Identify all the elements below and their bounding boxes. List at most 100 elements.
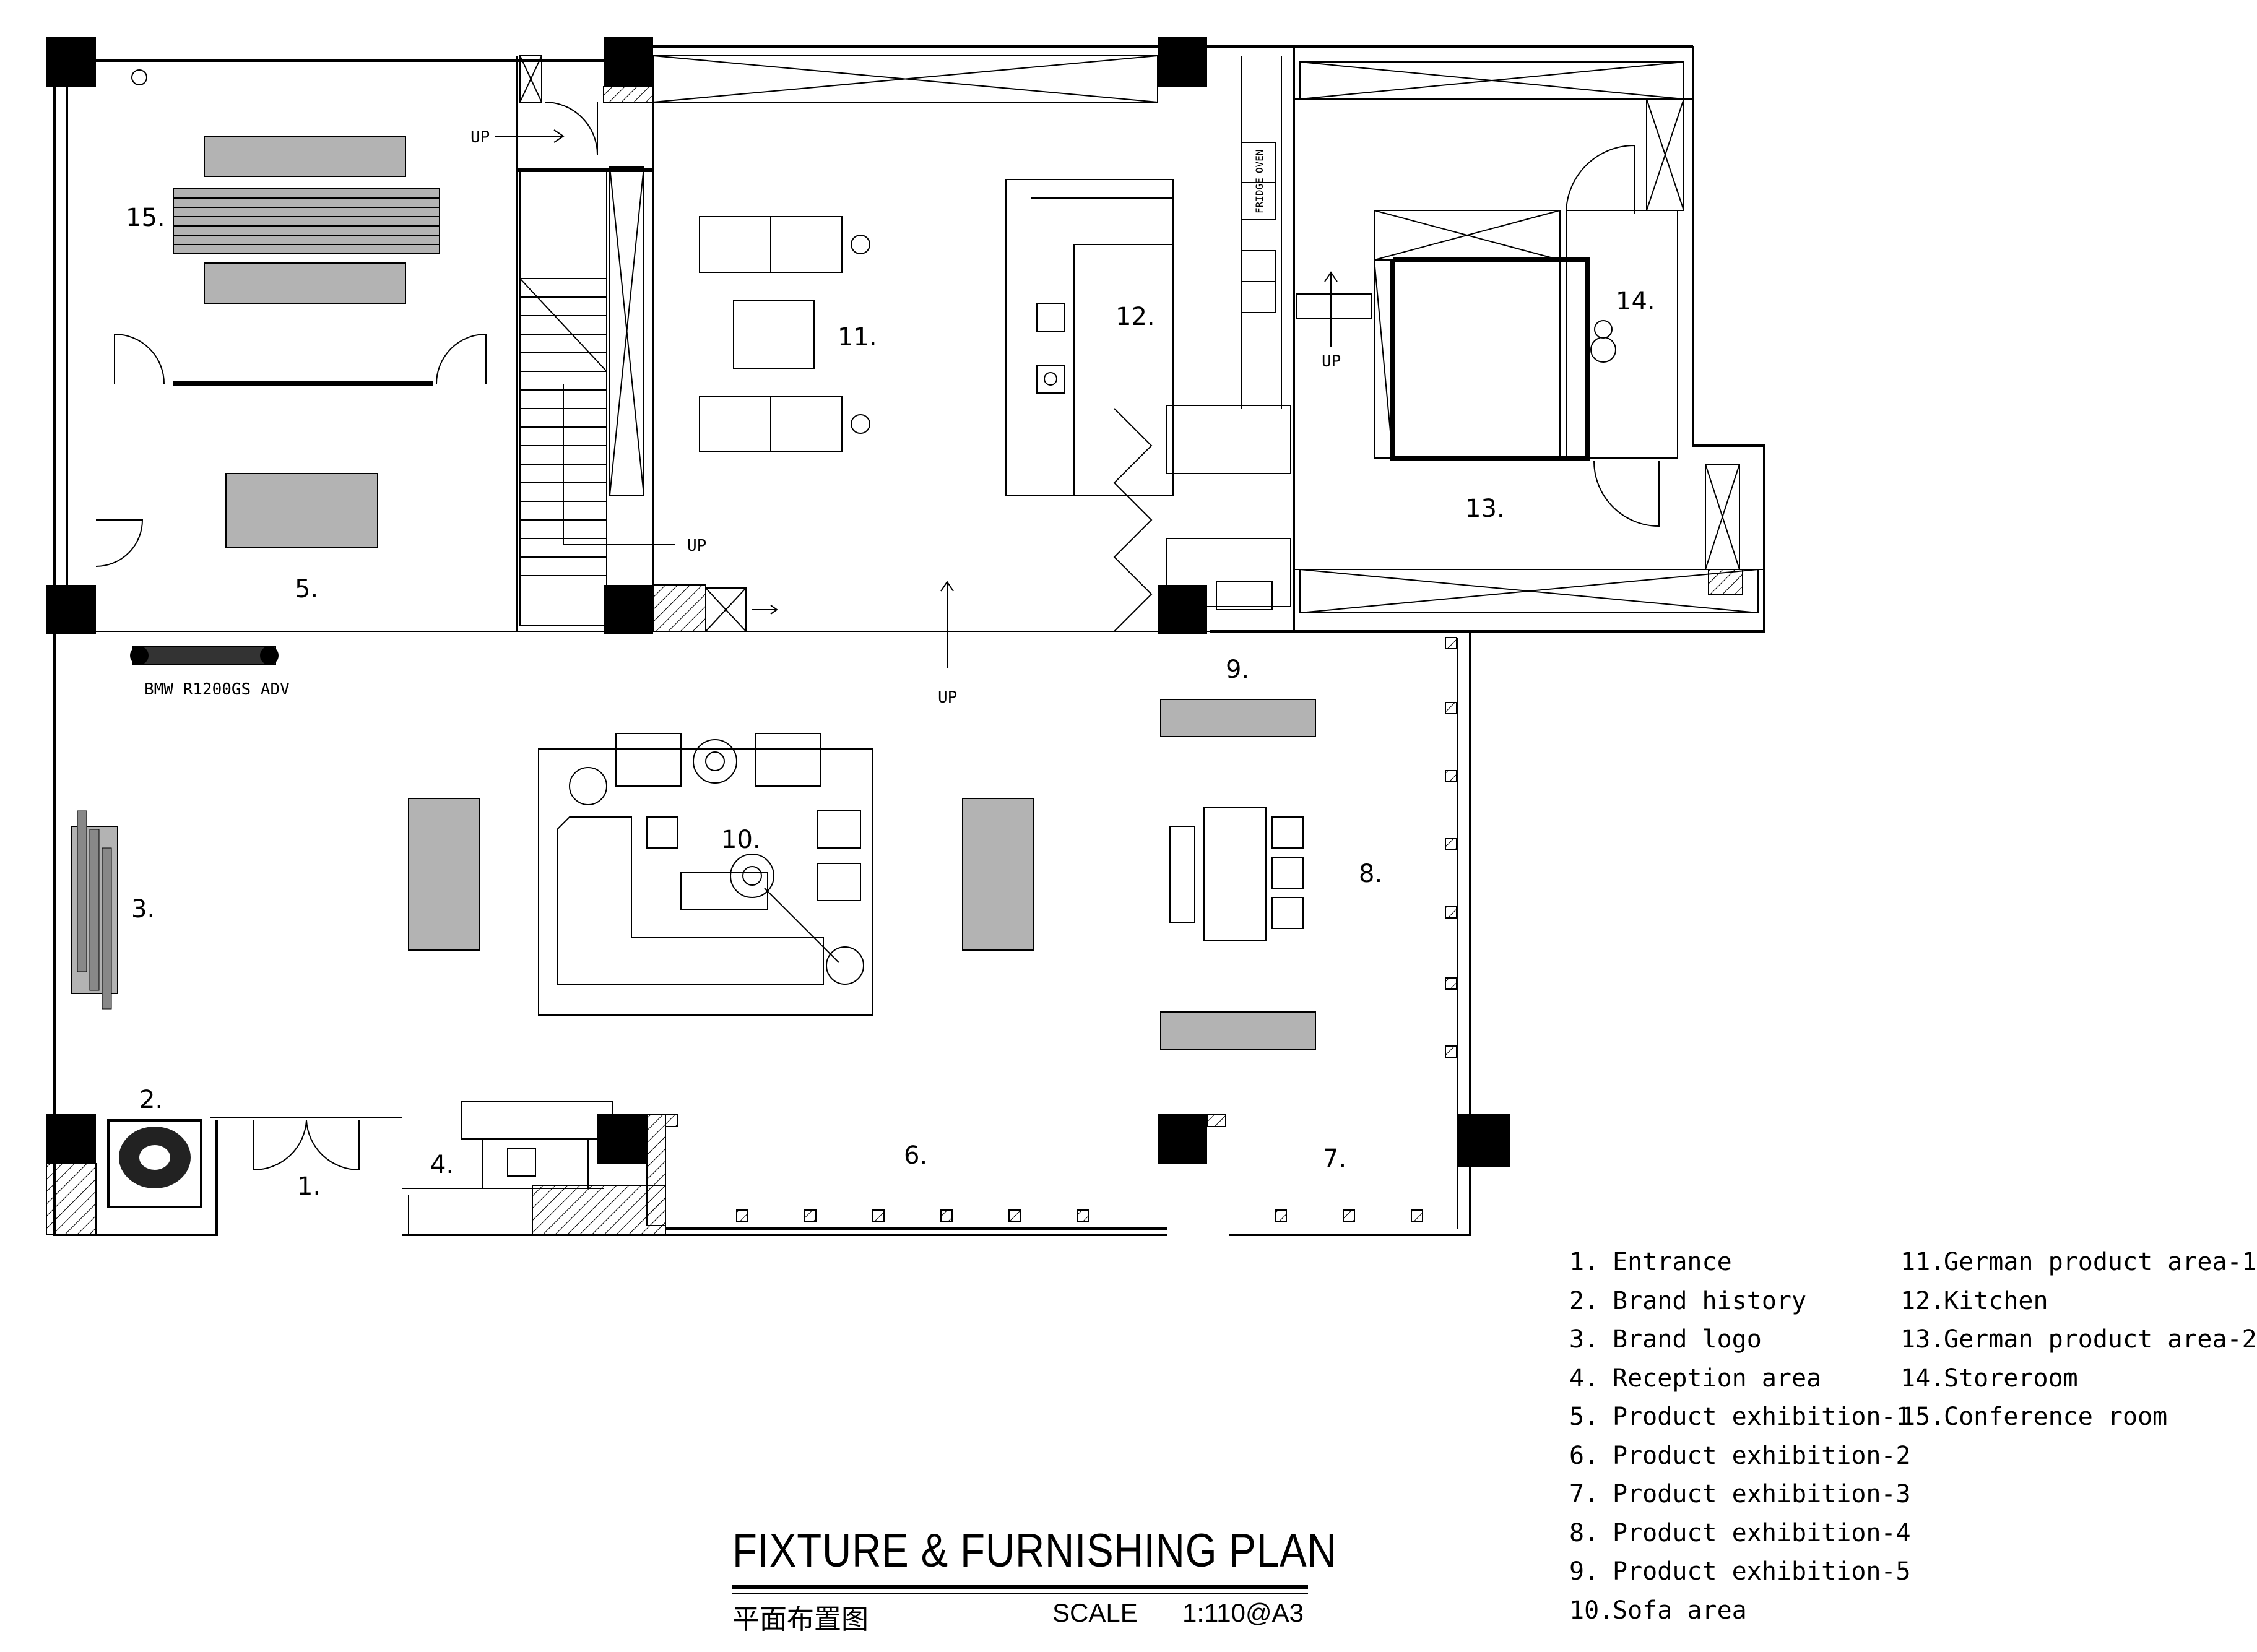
exhibit-platform <box>225 473 378 548</box>
legend-num: 6. <box>1569 1441 1600 1470</box>
brand-history-frame <box>107 1119 202 1208</box>
room-number: 12. <box>1116 303 1155 331</box>
scale-label: SCALE <box>1052 1598 1138 1627</box>
door-swing <box>544 102 598 155</box>
storeroom-side <box>1374 259 1393 459</box>
dining-table <box>1203 807 1267 941</box>
legend-num: 13. <box>1900 1325 1946 1354</box>
mullion <box>872 1209 885 1222</box>
sectional-sofa <box>557 816 824 985</box>
column <box>1158 585 1207 634</box>
exit-arrow-head <box>770 605 778 615</box>
legend-label: Storeroom <box>1944 1364 2078 1393</box>
legend-item: 12.Kitchen <box>1900 1282 2257 1321</box>
legend-num: 14. <box>1900 1364 1946 1393</box>
legend-num: 1. <box>1569 1248 1600 1276</box>
oven-label: OVEN <box>1254 149 1265 173</box>
sink-small <box>1216 581 1273 610</box>
staircase <box>519 170 607 626</box>
legend-num: 12. <box>1900 1286 1946 1315</box>
room-number: 2. <box>139 1086 163 1114</box>
motorcycle-label: BMW R1200GS ADV <box>144 680 290 699</box>
storeroom-cabinet-x2 <box>1374 210 1561 261</box>
legend-column-right: 11.German product area-1 12.Kitchen 13.G… <box>1900 1243 2257 1437</box>
kitchen-counter <box>1005 179 1174 496</box>
conference-bench <box>204 136 406 177</box>
kitchen-pass <box>1296 293 1372 319</box>
fridge-label: FRIDGE <box>1254 178 1265 214</box>
legend-label: Product exhibition-5 <box>1613 1557 1911 1586</box>
legend-num: 9. <box>1569 1557 1600 1586</box>
column <box>46 1114 96 1164</box>
mullion <box>1445 770 1457 782</box>
door-swing <box>95 519 144 567</box>
hatched-wall <box>646 1114 666 1226</box>
legend-label: Product exhibition-3 <box>1613 1480 1911 1508</box>
mullion <box>804 1209 817 1222</box>
column <box>46 585 96 634</box>
storeroom-side-x <box>1374 259 1393 459</box>
east-cabinet-2-x2 <box>1705 464 1740 570</box>
legend-label: Reception area <box>1613 1364 1822 1393</box>
north-storage-a-x2 <box>652 55 1158 103</box>
kitchen-counter-inner <box>1031 197 1174 495</box>
lamp-base <box>826 946 864 985</box>
hatched-wall <box>652 584 706 632</box>
legend-label: German product area-1 <box>1944 1248 2257 1276</box>
up-label: UP <box>1322 352 1341 371</box>
stair-closet <box>609 166 644 496</box>
legend-num: 4. <box>1569 1364 1600 1393</box>
title-block: FIXTURE & FURNISHING PLAN 平面布置图 SCALE 1:… <box>732 1524 1336 1635</box>
column <box>1458 1114 1510 1167</box>
mullion <box>1445 906 1457 919</box>
legend-label: Entrance <box>1613 1248 1732 1276</box>
motorcycle-icon <box>132 646 276 665</box>
reception-counter <box>482 1138 589 1189</box>
hatched-wall <box>603 86 654 103</box>
room-number: 6. <box>904 1141 927 1170</box>
conference-table <box>173 188 440 254</box>
stair-closet-x2 <box>609 166 644 496</box>
floor-lamp <box>730 854 774 898</box>
conference-bench <box>204 262 406 304</box>
reception-desk <box>461 1101 613 1140</box>
brand-history-exhibit-core <box>139 1145 170 1170</box>
drawing-title: FIXTURE & FURNISHING PLAN <box>732 1524 1337 1577</box>
up-arrow-head <box>1324 271 1338 282</box>
column <box>604 37 653 87</box>
east-cabinet-x2 <box>1646 98 1684 211</box>
dining-chair <box>1271 857 1304 889</box>
motorcycle-wheel <box>130 646 149 665</box>
mullion <box>1445 702 1457 714</box>
mullion <box>1077 1209 1089 1222</box>
legend-num: 3. <box>1569 1325 1600 1354</box>
up-arrow-head <box>940 581 954 592</box>
storeroom-wall <box>1566 210 1678 459</box>
legend-label: Product exhibition-4 <box>1613 1518 1911 1547</box>
mullion <box>1445 637 1457 649</box>
side-table <box>851 235 870 254</box>
south-east-storage-x2 <box>1299 569 1759 613</box>
room-number: 5. <box>295 575 318 603</box>
stair-cabinet-x2 <box>705 587 747 632</box>
legend-item: 4. Reception area <box>1569 1359 1911 1398</box>
lamp-arm <box>764 888 839 963</box>
entrance-door <box>306 1120 360 1171</box>
dining-chair <box>1271 816 1304 849</box>
hatched-wall <box>532 1185 666 1235</box>
room-number: 7. <box>1323 1144 1346 1173</box>
legend-label: Conference room <box>1944 1403 2168 1431</box>
round-table <box>693 739 737 784</box>
legend-label: Brand logo <box>1613 1325 1762 1354</box>
storeroom-fixture-icon <box>1590 337 1616 363</box>
mullion <box>1445 1045 1457 1058</box>
mullion <box>1343 1209 1355 1222</box>
room-number: 4. <box>430 1151 454 1179</box>
room-number: 3. <box>131 895 155 923</box>
legend-item: 9. Product exhibition-5 <box>1569 1552 1911 1591</box>
door-swing <box>436 333 487 384</box>
side-table <box>851 414 870 434</box>
mullion <box>736 1209 748 1222</box>
coffee-table <box>733 300 815 369</box>
